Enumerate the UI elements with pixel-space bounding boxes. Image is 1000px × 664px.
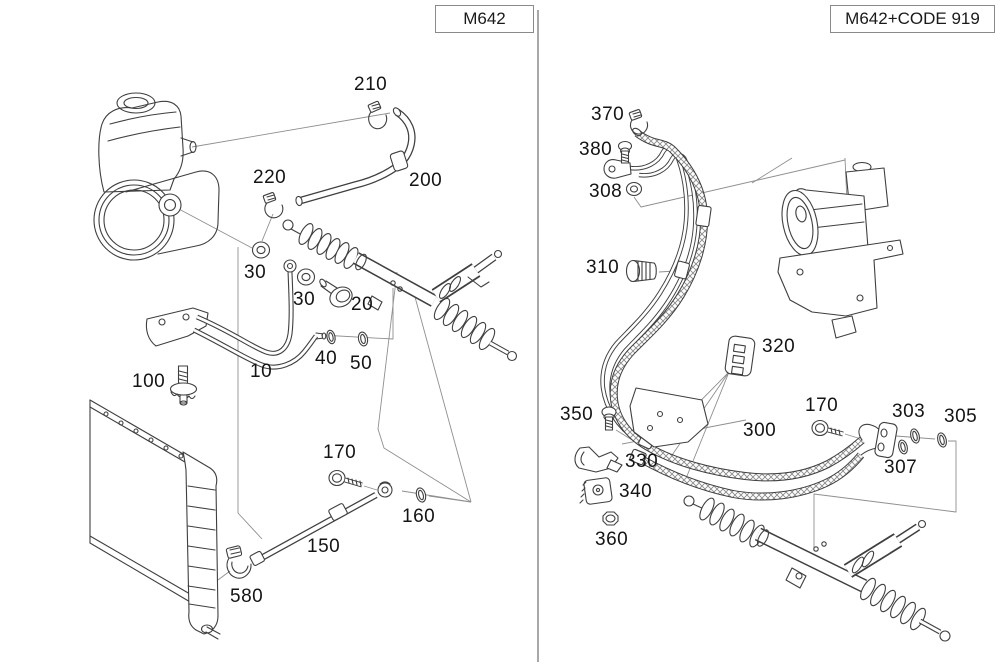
bolt-350-illustration <box>601 406 617 431</box>
part-callout-305[interactable]: 305 <box>944 406 978 427</box>
engine-code-box-left: M642 <box>435 5 534 33</box>
orings-40-50-illustration <box>326 329 369 347</box>
hose-200-illustration <box>295 107 416 207</box>
oring-160-illustration <box>415 487 427 503</box>
bolt-380-illustration <box>617 140 633 164</box>
pump-assembly-illustration <box>93 92 220 261</box>
part-callout-50[interactable]: 50 <box>350 353 373 374</box>
clamp-210-illustration <box>367 100 388 130</box>
part-callout-310[interactable]: 310 <box>586 257 620 278</box>
part-callout-200[interactable]: 200 <box>409 170 443 191</box>
pipe-bracket-illustration <box>629 387 709 448</box>
engine-code-box-right: M642+CODE 919 <box>830 5 995 33</box>
bolt-100-illustration <box>169 365 198 406</box>
part-callout-30-b[interactable]: 30 <box>293 289 316 310</box>
pump-bracket-right-illustration <box>777 161 904 339</box>
steering-rack-right-illustration <box>683 495 951 642</box>
washer-308-illustration <box>625 181 643 197</box>
end-fitting-illustration <box>858 421 898 459</box>
clamp-320-illustration <box>724 335 756 377</box>
washers-30-illustration <box>251 241 316 286</box>
nut-360-illustration <box>602 511 619 526</box>
part-callout-10[interactable]: 10 <box>250 361 273 382</box>
part-callout-320[interactable]: 320 <box>762 336 796 357</box>
bolt-170-right-illustration <box>811 419 844 437</box>
hose-150-illustration <box>249 481 393 566</box>
part-callout-30-a[interactable]: 30 <box>244 262 267 283</box>
part-callout-380[interactable]: 380 <box>579 139 613 160</box>
block-340-illustration <box>579 477 613 505</box>
bracket-330-illustration <box>574 446 623 473</box>
part-callout-307[interactable]: 307 <box>884 457 918 478</box>
part-callout-303[interactable]: 303 <box>892 401 926 422</box>
return-pipes-illustration <box>600 145 696 448</box>
hoses-300-illustration <box>609 127 865 501</box>
part-callout-330[interactable]: 330 <box>625 451 659 472</box>
part-callout-210[interactable]: 210 <box>354 74 388 95</box>
clamp-370-illustration <box>628 109 649 135</box>
part-callout-150[interactable]: 150 <box>307 536 341 557</box>
steering-rack-left-illustration <box>282 219 518 362</box>
clamp-580-illustration <box>225 545 252 579</box>
part-callout-40[interactable]: 40 <box>315 348 338 369</box>
orings-303-305-307-illustration <box>898 428 947 455</box>
part-callout-360[interactable]: 360 <box>595 529 629 550</box>
radiator-illustration <box>89 399 221 640</box>
hoses-10-illustration <box>145 259 327 370</box>
bolt-170-left-illustration <box>328 469 363 488</box>
clamp-220-illustration <box>262 192 284 219</box>
part-callout-308[interactable]: 308 <box>589 181 623 202</box>
part-callout-170-right[interactable]: 170 <box>805 395 839 416</box>
part-callout-100[interactable]: 100 <box>132 371 166 392</box>
part-callout-220[interactable]: 220 <box>253 167 287 188</box>
banjo-bolt-20-illustration <box>319 278 353 308</box>
part-callout-370[interactable]: 370 <box>591 104 625 125</box>
part-callout-20[interactable]: 20 <box>351 294 374 315</box>
part-callout-160[interactable]: 160 <box>402 506 436 527</box>
panel-divider <box>537 10 539 662</box>
part-callout-170-left[interactable]: 170 <box>323 442 357 463</box>
part-callout-580[interactable]: 580 <box>230 586 264 607</box>
part-callout-350[interactable]: 350 <box>560 404 594 425</box>
engine-code-right: M642+CODE 919 <box>845 9 980 28</box>
part-callout-300[interactable]: 300 <box>743 420 777 441</box>
engine-code-left: M642 <box>463 9 506 28</box>
part-callout-340[interactable]: 340 <box>619 481 653 502</box>
leader-lines-left <box>176 112 472 581</box>
grommet-310-illustration <box>625 259 657 283</box>
